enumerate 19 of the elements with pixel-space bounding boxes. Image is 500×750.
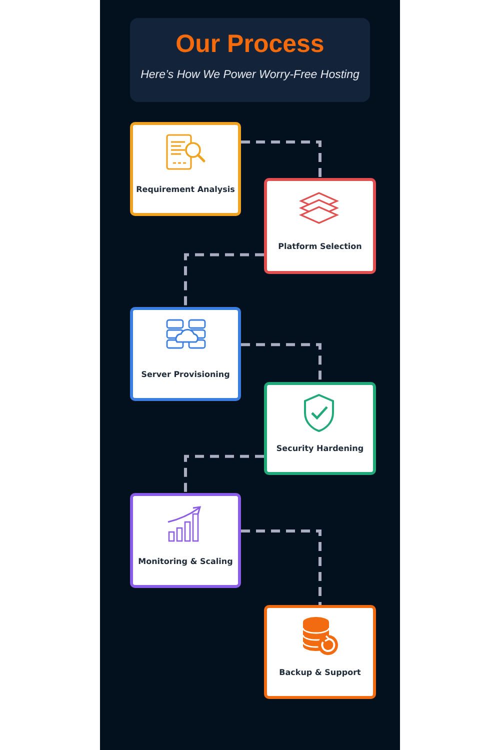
connector-line: [241, 530, 322, 605]
subtitle: Here’s How We Power Worry-Free Hosting: [140, 69, 360, 81]
connector-line: [184, 454, 264, 493]
process-box: [130, 307, 241, 401]
step-label: Monitoring & Scaling: [137, 556, 234, 566]
connector-line: [241, 343, 322, 382]
step-label: Server Provisioning: [140, 370, 231, 379]
connector-line: [184, 253, 264, 307]
step-label: Security Hardening: [275, 444, 365, 454]
step-label: Backup & Support: [278, 668, 362, 677]
process-box: [264, 605, 376, 699]
step-label: Platform Selection: [277, 242, 363, 252]
process-box: [264, 178, 376, 274]
process-box: [264, 382, 376, 475]
step-label: Requirement Analysis: [135, 184, 236, 194]
process-box: [130, 122, 241, 216]
process-box: [130, 493, 241, 588]
connector-line: [241, 140, 322, 178]
title: Our Process: [174, 30, 326, 59]
